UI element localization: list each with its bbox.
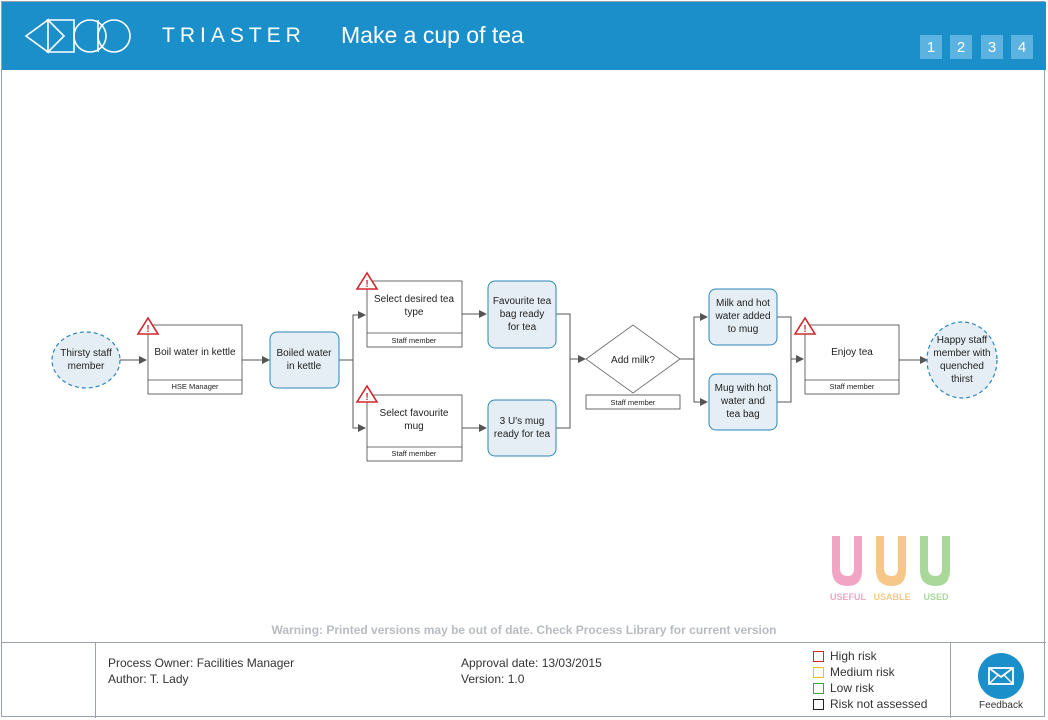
legend-low-risk: Low risk xyxy=(813,681,874,695)
footer: Process Owner: Facilities Manager Author… xyxy=(2,642,1046,718)
brand-name: TRIASTER xyxy=(162,24,306,47)
svg-text:!: ! xyxy=(365,392,368,403)
boil-label: Boil water in kettle xyxy=(154,347,236,358)
happy-label-4: thirst xyxy=(951,374,973,385)
activity-boil-water: Boil water in kettle HSE Manager xyxy=(147,324,243,395)
fav-bag-label-2: bag ready xyxy=(500,309,544,320)
badge-usable: USABLE xyxy=(873,592,910,602)
select-mug-role: Staff member xyxy=(392,449,437,458)
feedback-label[interactable]: Feedback xyxy=(979,700,1023,711)
select-tea-role: Staff member xyxy=(392,336,437,345)
not-assessed-swatch xyxy=(813,698,824,710)
low-risk-swatch xyxy=(813,682,824,694)
mug-water-label-2: water and xyxy=(720,396,765,407)
badge-used: USED xyxy=(923,592,949,602)
footer-logo-area xyxy=(2,643,96,718)
process-diagram: Thirsty staff member Boil water in kettl… xyxy=(51,271,998,462)
happy-label-3: quenched xyxy=(940,361,984,372)
enjoy-role: Staff member xyxy=(830,382,875,391)
output-mug-ready: 3 U's mug ready for tea xyxy=(487,399,557,457)
svg-text:!: ! xyxy=(803,324,806,335)
legend-label: Low risk xyxy=(830,681,875,695)
select-mug-label-2: mug xyxy=(404,421,423,432)
output-boiled-water: Boiled water in kettle xyxy=(269,331,340,389)
legend-medium-risk: Medium risk xyxy=(813,665,895,679)
legend-label: Risk not assessed xyxy=(830,697,928,711)
svg-text:!: ! xyxy=(146,324,149,335)
badge-useful: USEFUL xyxy=(830,592,867,602)
process-owner: Process Owner: Facilities Manager xyxy=(108,656,295,670)
medium-risk-swatch xyxy=(813,666,824,678)
thirsty-label-1: Thirsty staff xyxy=(60,348,112,359)
legend-label: High risk xyxy=(830,649,877,663)
triaster-logo-icon xyxy=(24,18,131,54)
version: Version: 1.0 xyxy=(461,672,525,686)
activity-select-tea: Select desired tea type Staff member xyxy=(366,280,463,348)
happy-label-1: Happy staff xyxy=(937,335,988,346)
select-tea-label-1: Select desired tea xyxy=(374,294,454,305)
boil-role: HSE Manager xyxy=(171,382,219,391)
approval-date: Approval date: 13/03/2015 xyxy=(461,656,602,670)
mug-water-label-3: tea bag xyxy=(726,409,759,420)
milk-water-label-3: to mug xyxy=(728,324,759,335)
milk-water-label-2: water added xyxy=(714,311,770,322)
author: Author: T. Lady xyxy=(108,672,189,686)
page-button-3[interactable]: 3 xyxy=(981,35,1003,59)
output-mug-water: Mug with hot water and tea bag xyxy=(708,373,778,431)
select-tea-label-2: type xyxy=(405,307,424,318)
feedback-button[interactable] xyxy=(978,653,1024,699)
useful-usable-used-logo: USEFUL USABLE USED xyxy=(830,536,950,602)
boiled-label-1: Boiled water xyxy=(276,348,332,359)
legend-not-assessed: Risk not assessed xyxy=(813,697,927,711)
start-event-thirsty-staff: Thirsty staff member xyxy=(51,331,121,389)
header-bar: TRIASTER Make a cup of tea 1 2 3 4 xyxy=(2,2,1046,70)
select-mug-label-1: Select favourite xyxy=(380,408,449,419)
connectors xyxy=(118,310,928,432)
legend-high-risk: High risk xyxy=(813,649,877,663)
decision-add-milk: Add milk? Staff member xyxy=(585,324,681,410)
activity-select-mug: Select favourite mug Staff member xyxy=(366,394,463,462)
end-event-happy-staff: Happy staff member with quenched thirst xyxy=(926,321,998,399)
svg-text:!: ! xyxy=(365,279,368,290)
mug-water-label-1: Mug with hot xyxy=(715,383,772,394)
enjoy-label: Enjoy tea xyxy=(831,347,873,358)
print-warning: Warning: Printed versions may be out of … xyxy=(271,623,777,637)
milk-water-label-1: Milk and hot xyxy=(716,298,770,309)
thirsty-label-2: member xyxy=(68,361,105,372)
envelope-icon xyxy=(988,667,1014,685)
risk-warning-icon: ! xyxy=(136,316,160,335)
legend-label: Medium risk xyxy=(830,665,895,679)
output-milk-water: Milk and hot water added to mug xyxy=(708,288,778,346)
high-risk-swatch xyxy=(813,650,824,662)
page-button-1[interactable]: 1 xyxy=(920,35,942,59)
page-button-2[interactable]: 2 xyxy=(950,35,972,59)
mug-ready-label-1: 3 U's mug xyxy=(500,416,545,427)
fav-bag-label-1: Favourite tea xyxy=(493,296,552,307)
risk-warning-icon: ! xyxy=(793,316,817,335)
boiled-label-2: in kettle xyxy=(287,361,322,372)
activity-enjoy-tea: Enjoy tea Staff member xyxy=(804,324,900,395)
page-button-4[interactable]: 4 xyxy=(1011,35,1033,59)
risk-warning-icon: ! xyxy=(355,384,379,403)
output-favourite-tea-bag: Favourite tea bag ready for tea xyxy=(487,280,557,349)
add-milk-label: Add milk? xyxy=(611,355,655,366)
page-title: Make a cup of tea xyxy=(341,22,524,48)
fav-bag-label-3: for tea xyxy=(508,322,537,333)
feedback-panel: Feedback xyxy=(950,643,1047,718)
mug-ready-label-2: ready for tea xyxy=(494,429,551,440)
happy-label-2: member with xyxy=(933,348,990,359)
risk-warning-icon: ! xyxy=(355,271,379,290)
add-milk-role: Staff member xyxy=(611,398,656,407)
